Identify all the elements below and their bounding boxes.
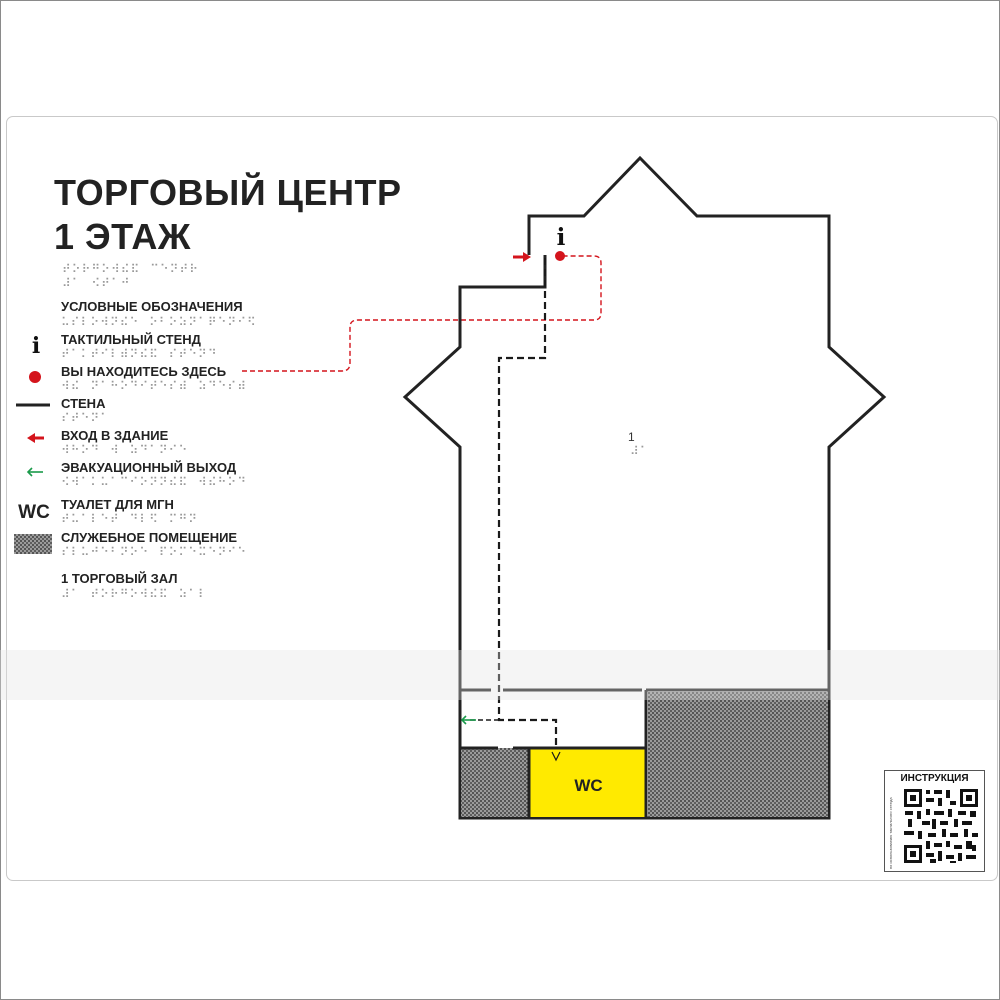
qr-title: ИНСТРУКЦИЯ bbox=[900, 773, 969, 784]
route-end-arrow-icon bbox=[551, 751, 561, 762]
entrance-arrow-icon bbox=[27, 433, 44, 443]
service-room-icon bbox=[14, 534, 52, 554]
legend-braille-service-room: ⠎⠇⠥⠚⠑⠃⠝⠕⠑⠀⠏⠕⠍⠑⠭⠑⠝⠊⠑ bbox=[61, 545, 247, 559]
you-are-here-icon bbox=[29, 371, 41, 383]
qr-instructions-block[interactable]: ИНСТРУКЦИЯ по использованию тактильного … bbox=[884, 770, 985, 872]
entrance-arrow-plan-icon bbox=[513, 252, 531, 262]
legend-label-entrance: ВХОД В ЗДАНИЕ bbox=[61, 428, 169, 443]
legend-label-service-room: СЛУЖЕБНОЕ ПОМЕЩЕНИЕ bbox=[61, 530, 238, 545]
floor-title: 1 ЭТАЖ bbox=[54, 216, 191, 257]
legend-wc-icon: WC bbox=[18, 502, 50, 523]
interior-walls bbox=[460, 688, 829, 818]
legend-label-sales-hall: 1 ТОРГОВЫЙ ЗАЛ bbox=[61, 571, 178, 586]
wc-label: WC bbox=[574, 776, 603, 795]
page-title: ТОРГОВЫЙ ЦЕНТР bbox=[54, 172, 402, 213]
legend-braille-wall: ⠎⠞⠑⠝⠁ bbox=[61, 411, 110, 425]
evacuation-route bbox=[497, 258, 558, 748]
service-room-right bbox=[648, 692, 828, 817]
corridor-opening bbox=[491, 686, 503, 694]
legend-braille-wc: ⠞⠥⠁⠇⠑⠞⠀⠙⠇⠫⠀⠍⠛⠝ bbox=[61, 512, 199, 526]
evacuation-exit-arrow-icon bbox=[460, 715, 476, 725]
legend-braille-evacuation: ⠪⠺⠁⠅⠥⠁⠉⠊⠕⠝⠝⠮⠯⠀⠺⠮⠓⠕⠙ bbox=[61, 475, 247, 489]
legend-heading: УСЛОВНЫЕ ОБОЗНАЧЕНИЯ bbox=[61, 299, 243, 314]
legend-braille-entrance: ⠺⠓⠕⠙⠀⠺⠀⠵⠙⠁⠝⠊⠑ bbox=[61, 443, 189, 457]
qr-side-text: по использованию тактильного стенда bbox=[888, 797, 893, 869]
legend-braille-tactile-stand: ⠞⠁⠅⠞⠊⠇⠾⠝⠮⠯⠀⠎⠞⠑⠝⠙ bbox=[61, 347, 218, 361]
legend-label-wc: ТУАЛЕТ ДЛЯ МГН bbox=[61, 497, 174, 512]
room-number: 1 bbox=[628, 430, 635, 444]
legend-label-tactile-stand: ТАКТИЛЬНЫЙ СТЕНД bbox=[61, 332, 201, 347]
wc-room bbox=[530, 748, 647, 817]
plan-info-icon: i bbox=[556, 223, 566, 251]
legend-label-evacuation: ЭВАКУАЦИОННЫЙ ВЫХОД bbox=[61, 460, 237, 475]
title-braille-line1: ⠞⠕⠗⠛⠕⠺⠮⠯⠀⠉⠑⠝⠞⠗ bbox=[62, 262, 200, 276]
you-are-here-marker bbox=[555, 251, 565, 261]
legend-label-you-are-here: ВЫ НАХОДИТЕСЬ ЗДЕСЬ bbox=[61, 364, 227, 379]
service-room-left bbox=[461, 748, 529, 817]
legend-braille-you-are-here: ⠺⠮⠀⠝⠁⠓⠕⠙⠊⠞⠑⠎⠾⠀⠵⠙⠑⠎⠾ bbox=[61, 379, 247, 393]
room-number-braille: ⠼⠁ bbox=[630, 444, 650, 458]
you-are-here-route bbox=[242, 255, 602, 372]
evacuation-arrow-icon bbox=[26, 467, 43, 477]
qr-code-icon[interactable] bbox=[902, 787, 980, 865]
legend-info-icon: i bbox=[31, 333, 41, 359]
legend-heading-braille: ⠥⠎⠇⠕⠺⠝⠮⠑⠀⠕⠃⠕⠵⠝⠁⠟⠑⠝⠊⠫ bbox=[61, 315, 257, 329]
legend-label-wall: СТЕНА bbox=[61, 396, 106, 411]
legend-braille-sales-hall: ⠼⠁⠀⠞⠕⠗⠛⠕⠺⠮⠯⠀⠵⠁⠇ bbox=[61, 587, 208, 601]
title-braille-line2: ⠼⠁⠀⠪⠞⠁⠚ bbox=[62, 276, 131, 290]
light-band-overlay bbox=[0, 650, 1000, 700]
